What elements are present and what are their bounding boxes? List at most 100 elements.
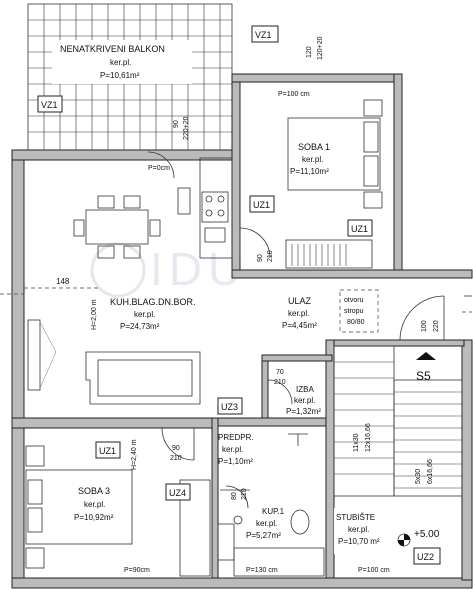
dim-90-predpr: 90 xyxy=(172,445,180,452)
dim-p130: P=130 cm xyxy=(246,567,278,574)
predpr-floor: ker.pl. xyxy=(222,445,243,454)
elevation-label: +5.00 xyxy=(414,529,440,540)
soba1-floor: ker.pl. xyxy=(302,155,323,164)
dim-90-balcony: 90 xyxy=(173,120,180,128)
kitchen-area: P=24,73m² xyxy=(120,322,160,331)
edge-markers xyxy=(0,293,472,313)
wardrobe xyxy=(285,239,373,269)
tag-uz2-text: UZ2 xyxy=(417,552,434,562)
entrance-arrow-icon xyxy=(416,352,436,360)
dim-12x16: 12x16,66 xyxy=(365,423,372,452)
dim-90-soba1: 90 xyxy=(257,254,264,262)
watermark-logo xyxy=(90,242,146,298)
stairs-left xyxy=(333,345,395,497)
dim-100-ulaz: 100 xyxy=(421,320,428,332)
toilet-icon xyxy=(290,509,310,535)
kup-floor: ker.pl. xyxy=(256,519,277,528)
bed-icon xyxy=(287,117,381,191)
stubiste-name: STUBIŠTE xyxy=(336,513,375,522)
balcony-area: NENATKRIVENI BALKON ker.pl. P=10,61m² VZ… xyxy=(27,3,233,153)
dim-h200: H=2,00 m xyxy=(91,299,98,330)
soba1-area: P=11,10m² xyxy=(290,167,329,176)
soba1-name: SOBA 1 xyxy=(298,142,330,152)
dim-h240: H=2,40 m xyxy=(131,439,138,470)
stove-icon xyxy=(201,191,229,223)
tag-uz1-corr xyxy=(347,219,373,237)
kup-name: KUP.1 xyxy=(262,507,285,516)
dim-220-20-balcony: 220+20 xyxy=(183,116,190,140)
bathtub-icon xyxy=(233,547,325,577)
stubiste-floor: ker.pl. xyxy=(348,525,369,534)
tag-uz4-text: UZ4 xyxy=(169,488,186,498)
tag-uz3-text: UZ3 xyxy=(221,402,238,412)
stubiste-area: P=10,70 m² xyxy=(338,537,380,546)
kitchen-floor: ker.pl. xyxy=(134,310,155,319)
dim-120-20-top: 120+20 xyxy=(317,36,324,60)
izba-name: IZBA xyxy=(296,385,314,394)
dim-148: 148 xyxy=(56,277,70,286)
sink-icon xyxy=(204,227,226,243)
dim-210-predpr: 210 xyxy=(170,455,182,462)
bed-icon-soba3 xyxy=(25,469,133,545)
dim-p90: P=90cm xyxy=(124,567,150,574)
dim-5x30: 5x30 xyxy=(415,469,422,484)
tag-uz2 xyxy=(413,547,441,565)
ulaz-area: P=4,45m² xyxy=(282,321,317,330)
dim-11x30: 11x30 xyxy=(353,433,360,452)
wardrobe-soba3 xyxy=(179,479,211,577)
kitchen-name: KUH.BLAG.DN.BOR. xyxy=(110,297,196,307)
dim-210-kup: 210 xyxy=(241,488,248,500)
dim-p0: P=0cm xyxy=(148,165,170,172)
opening-note-2: stropu xyxy=(344,308,364,315)
soba3-name: SOBA 3 xyxy=(78,486,110,496)
dim-p100-bottom: P=100 cm xyxy=(358,567,390,574)
room-izba: 70 210 IZBA ker.pl. P=1,32m² UZ3 xyxy=(217,369,321,416)
dim-70: 70 xyxy=(276,369,284,376)
izba-floor: ker.pl. xyxy=(294,396,315,405)
dim-120-top: 120 xyxy=(306,46,313,58)
room-soba1: SOBA 1 ker.pl. P=11,10m² 90 210 VZ1 120 … xyxy=(239,25,383,269)
soba3-floor: ker.pl. xyxy=(84,500,105,509)
room-soba3: SOBA 3 ker.pl. P=10,92m² UZ1 H=2,40 m 90… xyxy=(25,427,211,577)
room-stubiste: 11x30 12x16,66 5x30 6x16,66 STUBIŠTE ker… xyxy=(333,345,463,574)
opening-note-1: otvoru xyxy=(344,297,364,304)
dim-6x16: 6x16,66 xyxy=(427,459,434,484)
tag-uz1-soba1 xyxy=(249,195,275,213)
balcony-floor: ker.pl. xyxy=(110,58,131,67)
stairs-right xyxy=(393,379,463,497)
dim-80: 80 xyxy=(231,492,238,500)
izba-area: P=1,32m² xyxy=(286,407,321,416)
dim-210-izba: 210 xyxy=(274,379,286,386)
balcony-area-value: P=10,61m² xyxy=(100,71,140,80)
dim-220-ulaz: 220 xyxy=(433,320,440,332)
tag-uz1-soba1-text: UZ1 xyxy=(253,200,270,210)
watermark-text: IDU xyxy=(150,243,247,295)
ulaz-name: ULAZ xyxy=(288,296,312,306)
kup-area: P=5,27m² xyxy=(246,531,281,540)
balcony-name: NENATKRIVENI BALKON xyxy=(60,44,165,54)
predpr-area: P=1,10m² xyxy=(218,457,253,466)
tag-s5: S5 xyxy=(416,369,431,383)
ulaz-floor: ker.pl. xyxy=(288,309,309,318)
tag-vz1-top xyxy=(251,25,279,43)
dim-p100-top: P=100 cm xyxy=(278,91,310,98)
opening-note-3: 80/80 xyxy=(347,319,365,326)
tag-uz1-corr-text: UZ1 xyxy=(351,224,368,234)
room-kupaonica: 80 210 KUP.1 ker.pl. P=5,27m² P=130 cm xyxy=(217,485,325,577)
tag-uz3 xyxy=(217,397,243,415)
soba3-area: P=10,92m² xyxy=(74,513,114,522)
sink-bathroom-icon xyxy=(217,523,235,561)
tag-uz4 xyxy=(165,483,191,501)
tv-unit xyxy=(27,319,41,391)
dim-210-soba1: 210 xyxy=(267,250,274,262)
sofa-icon xyxy=(85,351,201,405)
tag-uz1-soba3-text: UZ1 xyxy=(99,446,116,456)
tag-vz1-balcony xyxy=(37,95,63,113)
room-ulaz: ULAZ ker.pl. P=4,45m² otvoru stropu 80/8… xyxy=(282,289,445,383)
tag-vz1-balcony-text: VZ1 xyxy=(41,100,58,110)
walls xyxy=(11,73,473,589)
ceiling-opening xyxy=(339,289,379,333)
dining-table xyxy=(85,209,149,245)
tag-uz1-soba3 xyxy=(95,441,121,459)
